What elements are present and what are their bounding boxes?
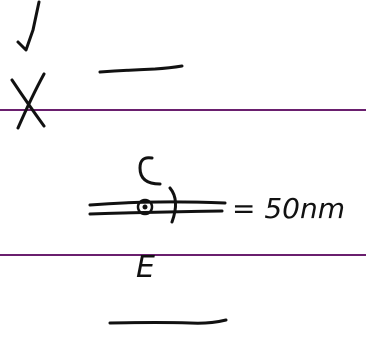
equation-text: = 50nm (232, 192, 345, 225)
dash-bottom (108, 318, 228, 325)
strike-line-upper (88, 200, 227, 207)
parenthesis-stroke (168, 186, 177, 224)
circle-dot-icon (136, 198, 154, 216)
handwritten-e: E (136, 250, 155, 285)
check-mark-icon (16, 0, 41, 52)
x-mark-icon (10, 72, 46, 130)
dash-top (98, 64, 184, 74)
handwritten-c (138, 156, 162, 186)
strike-line-lower (88, 209, 224, 216)
